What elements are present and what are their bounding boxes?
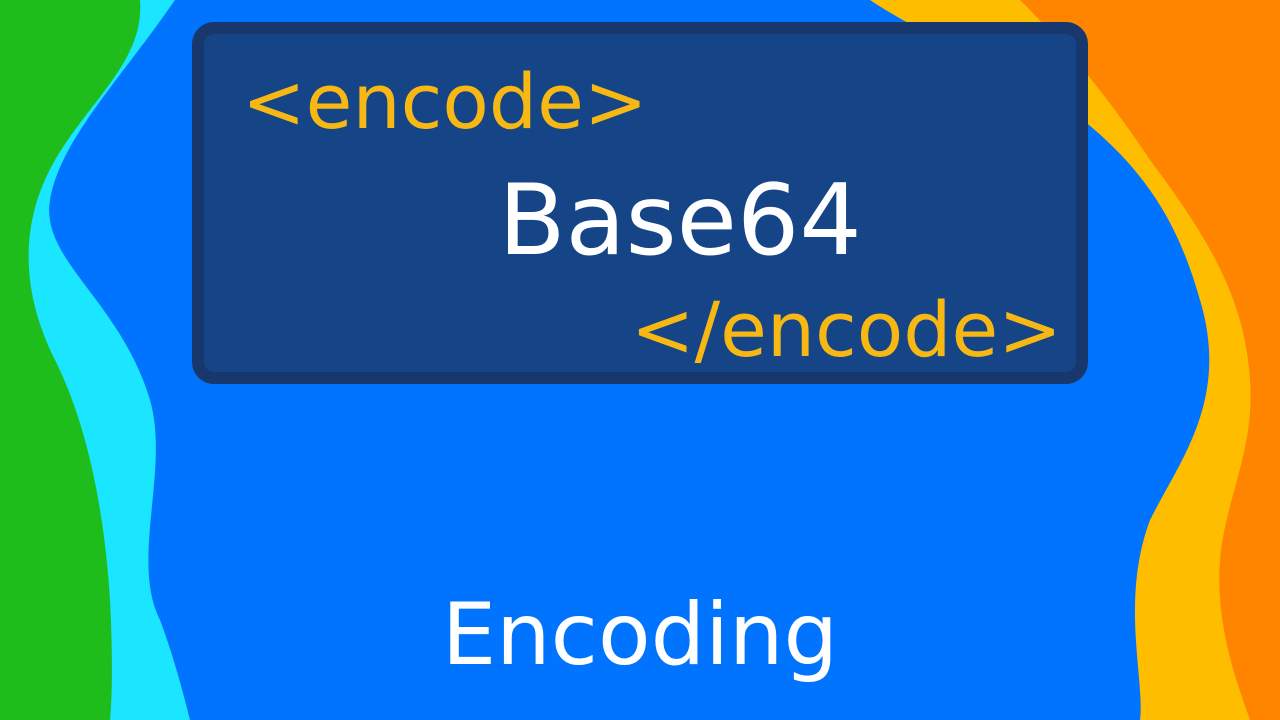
close-tag: </encode> [630, 285, 1062, 374]
right-wave-orange [1020, 0, 1280, 720]
caption-text: Encoding [441, 585, 839, 685]
left-wave-green [0, 0, 141, 720]
code-box: <encode> Base64 </encode> [192, 22, 1088, 384]
open-tag: <encode> [242, 57, 648, 146]
content-text: Base64 [498, 164, 862, 278]
